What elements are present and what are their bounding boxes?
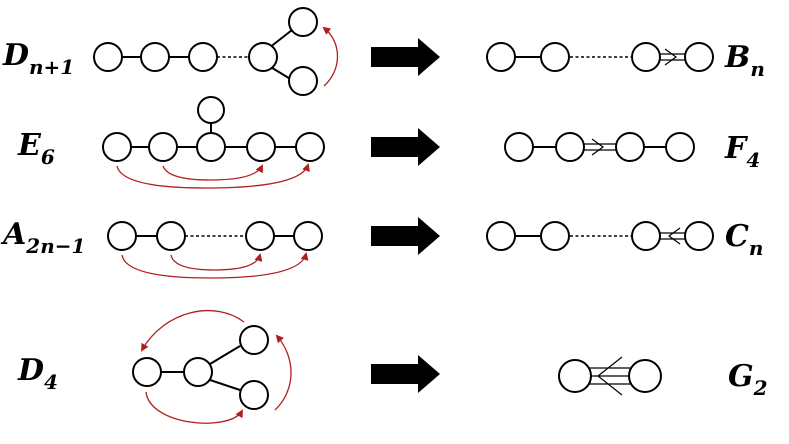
dynkin-node xyxy=(684,221,714,251)
label-d-4: D4 xyxy=(17,353,58,394)
right-block-arrow-icon xyxy=(371,128,440,166)
label-d-n-plus-1: Dn+1 xyxy=(2,38,74,79)
label-g-2: G2 xyxy=(728,359,768,400)
dynkin-node xyxy=(288,66,318,96)
dynkin-node xyxy=(288,7,318,37)
dynkin-node xyxy=(486,42,516,72)
dynkin-node xyxy=(188,42,218,72)
fold-arrow xyxy=(162,164,263,181)
dynkin-node xyxy=(156,221,186,251)
dynkin-node xyxy=(140,42,170,72)
fold-arrow xyxy=(274,334,292,411)
label-b-n: Bn xyxy=(724,40,765,81)
row-dn1-to-bn: Dn+1 Bn xyxy=(2,7,765,96)
dynkin-node xyxy=(615,132,645,162)
dynkin-node xyxy=(540,42,570,72)
label-c-n: Cn xyxy=(725,219,763,260)
dynkin-node xyxy=(102,132,132,162)
fold-arrow xyxy=(170,253,263,271)
dynkin-diagram-dn1 xyxy=(93,7,338,96)
dynkin-node xyxy=(248,42,278,72)
dynkin-node xyxy=(504,132,534,162)
fold-arrow xyxy=(121,252,309,279)
dynkin-node xyxy=(628,359,662,393)
dynkin-node xyxy=(183,357,213,387)
dynkin-node xyxy=(239,380,269,410)
right-block-arrow-icon xyxy=(371,355,440,393)
dynkin-node xyxy=(246,132,276,162)
dynkin-diagram-d4 xyxy=(132,309,292,424)
dynkin-node xyxy=(245,221,275,251)
right-block-arrow-icon xyxy=(371,38,440,76)
dynkin-node xyxy=(684,42,714,72)
dynkin-node xyxy=(540,221,570,251)
dynkin-node xyxy=(631,42,661,72)
dynkin-node xyxy=(148,132,178,162)
dynkin-node xyxy=(196,132,226,162)
right-block-arrow-icon xyxy=(371,217,440,255)
dynkin-node xyxy=(295,132,325,162)
label-a-2n-minus-1: A2n−1 xyxy=(0,217,85,258)
dynkin-diagram-f4 xyxy=(504,132,695,162)
dynkin-diagram-cn xyxy=(486,221,714,251)
dynkin-diagram-e6 xyxy=(102,96,325,189)
dynkin-node xyxy=(93,42,123,72)
row-a2n-1-to-cn: A2n−1 Cn xyxy=(0,217,763,279)
fold-arrow xyxy=(141,309,245,352)
dynkin-diagram-g2 xyxy=(558,356,662,396)
dynkin-node xyxy=(486,221,516,251)
fold-arrow xyxy=(145,391,243,424)
dynkin-node xyxy=(555,132,585,162)
dynkin-node xyxy=(197,96,225,124)
dynkin-node xyxy=(558,359,592,393)
dynkin-node xyxy=(132,357,162,387)
fold-arrow xyxy=(322,26,338,87)
row-d4-to-g2: D4 G2 xyxy=(17,309,768,424)
label-e-6: E6 xyxy=(17,128,55,169)
dynkin-diagram-bn xyxy=(486,42,714,72)
dynkin-node xyxy=(239,325,269,355)
dynkin-diagram-a2n-1 xyxy=(107,221,323,279)
dynkin-node xyxy=(293,221,323,251)
fold-arrow xyxy=(116,163,310,189)
row-e6-to-f4: E6 F4 xyxy=(17,96,760,189)
dynkin-node xyxy=(665,132,695,162)
dynkin-node xyxy=(107,221,137,251)
dynkin-node xyxy=(631,221,661,251)
label-f-4: F4 xyxy=(724,131,760,172)
